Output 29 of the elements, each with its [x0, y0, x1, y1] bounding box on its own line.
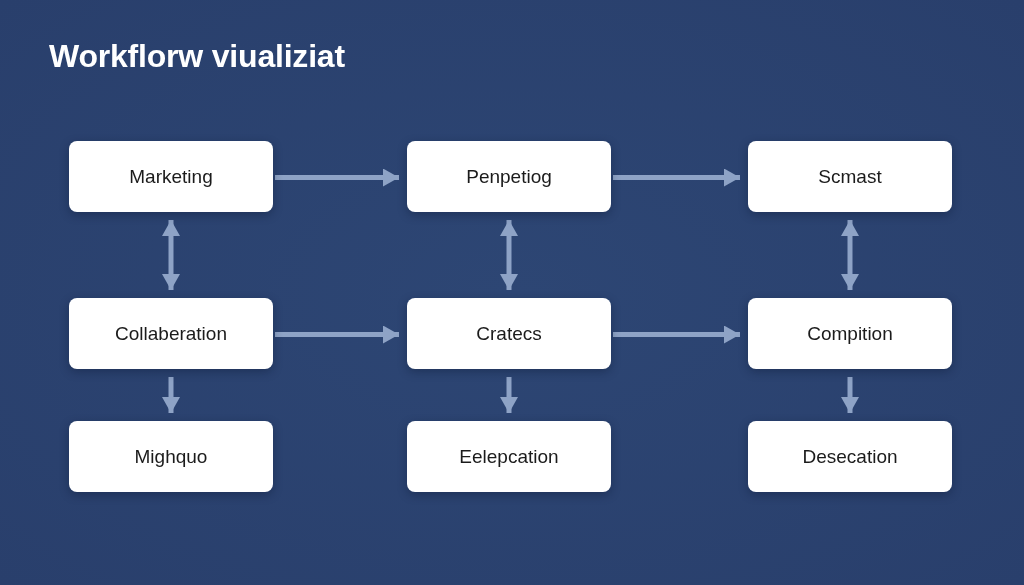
- arrow: [613, 168, 740, 187]
- arrow: [275, 168, 399, 187]
- process-box: [748, 141, 952, 212]
- box-label: Marketing: [129, 165, 213, 188]
- arrow: [162, 220, 180, 290]
- arrow: [275, 325, 399, 344]
- arrow: [162, 377, 180, 413]
- process-box: [748, 298, 952, 369]
- process-box: [69, 141, 273, 212]
- arrow: [841, 377, 859, 413]
- arrow: [500, 377, 518, 413]
- process-box: [407, 298, 611, 369]
- box-label: Compition: [807, 322, 893, 345]
- diagram-title: Workflorw viualiziat: [49, 38, 345, 75]
- process-box: [407, 421, 611, 492]
- arrow: [841, 220, 859, 290]
- box-label: Collaberation: [115, 322, 227, 345]
- arrow: [500, 220, 518, 290]
- box-label: Eelepcation: [459, 445, 559, 468]
- process-box: [407, 141, 611, 212]
- box-label: Penpetiog: [466, 165, 552, 188]
- process-box: [69, 298, 273, 369]
- process-box: [69, 421, 273, 492]
- arrow: [613, 325, 740, 344]
- box-label: Cratecs: [476, 322, 542, 345]
- box-label: Desecation: [802, 445, 898, 468]
- box-label: Scmast: [818, 165, 882, 188]
- box-label: Mighquo: [134, 445, 208, 468]
- process-box: [748, 421, 952, 492]
